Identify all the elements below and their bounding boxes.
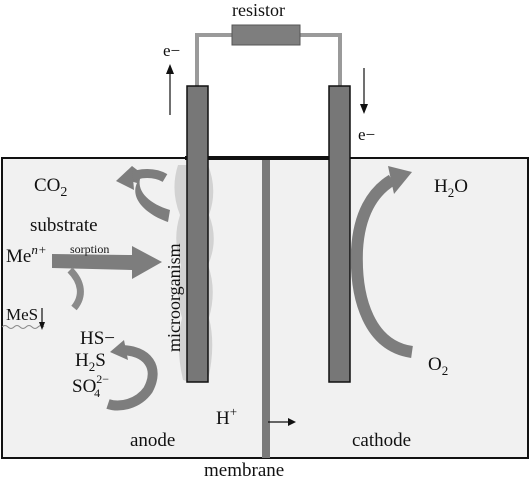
- cathode-label: cathode: [352, 430, 411, 451]
- mes-wavy-line: [1, 325, 45, 329]
- co2-label: CO2: [34, 175, 67, 200]
- mes-label: MeS: [6, 305, 38, 324]
- sorption-label: sorption: [70, 242, 109, 256]
- sorption-arrow-shaft: [52, 246, 162, 279]
- sulfur-cycle-arrow: [106, 345, 158, 411]
- electron-label-down: e−: [358, 125, 375, 144]
- cathode-arrow-head: [388, 166, 412, 194]
- proton-label: H+: [216, 404, 237, 429]
- sulfur-cycle-arrow-head: [110, 340, 128, 360]
- co2-arrow-head: [116, 166, 134, 190]
- mes-down-arrow-head: [39, 322, 45, 330]
- electron-label-up: e−: [163, 41, 180, 60]
- so4-label: SO2−4: [72, 372, 109, 400]
- wire-anode: [195, 33, 232, 86]
- resistor-label: resistor: [232, 0, 285, 20]
- anode-electrode: [186, 85, 209, 383]
- mes-arrow: [67, 267, 84, 311]
- cathode-electrode: [328, 85, 351, 383]
- microorganism-label: microorganism: [164, 243, 184, 352]
- hs-label: HS−: [80, 328, 115, 349]
- co2-arrow-tail: [125, 169, 168, 183]
- h2s-label: H2S: [75, 350, 106, 374]
- co2-arrow: [130, 166, 170, 222]
- cathode-arrow: [350, 174, 414, 358]
- wire-cathode: [300, 33, 342, 86]
- electron-arrow-down-head: [360, 104, 368, 114]
- biofilm: [174, 165, 214, 382]
- membrane-bar: [262, 160, 270, 458]
- membrane-label: membrane: [204, 460, 284, 481]
- anode-label: anode: [130, 430, 175, 451]
- metal-ion-label: Men+: [6, 242, 47, 267]
- substrate-label: substrate: [30, 215, 98, 236]
- proton-arrow-head: [288, 418, 296, 426]
- resistor-body: [231, 24, 301, 46]
- o2-label: O2: [428, 354, 448, 378]
- h2o-label: H2O: [434, 176, 468, 200]
- electron-arrow-up-head: [166, 64, 174, 74]
